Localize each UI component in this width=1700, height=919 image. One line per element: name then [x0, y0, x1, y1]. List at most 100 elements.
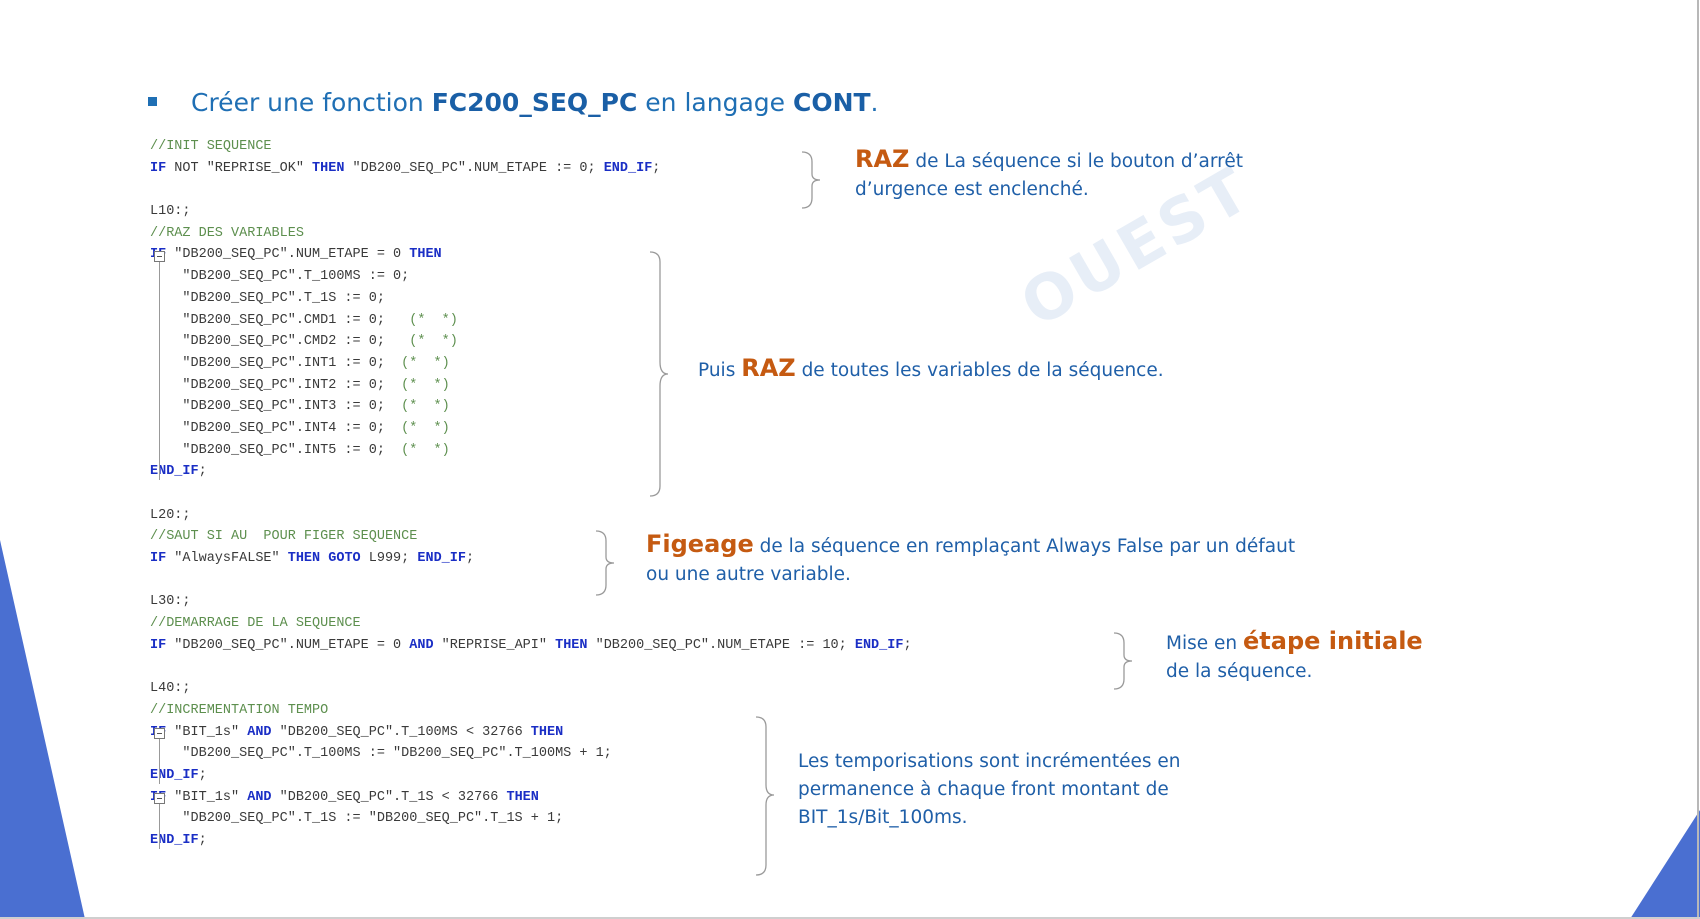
code-token: "DB200_SEQ_PC".INT3 := 0;: [150, 399, 402, 415]
code-line: "DB200_SEQ_PC".INT1 := 0; (* *): [150, 353, 912, 375]
code-token: END_IF: [603, 160, 653, 176]
annotation-text: permanence à chaque front montant de: [798, 779, 1169, 800]
code-line: L40:;: [150, 678, 912, 700]
brace-figeage: [595, 530, 615, 596]
code-token: THEN: [409, 247, 442, 263]
code-line: "DB200_SEQ_PC".T_1S := 0;: [150, 288, 912, 310]
code-line: "DB200_SEQ_PC".INT5 := 0; (* *): [150, 440, 912, 462]
code-token: "DB200_SEQ_PC".CMD2 := 0;: [150, 334, 410, 350]
code-line: END_IF;: [150, 830, 912, 852]
annotation-text: de la séquence en remplaçant Always Fals…: [753, 536, 1296, 557]
code-line: IF "AlwaysFALSE" THEN GOTO L999; END_IF;: [150, 548, 912, 570]
code-token: //INCREMENTATION TEMPO: [150, 702, 329, 718]
code-token: "REPRISE_API": [433, 637, 556, 653]
code-token: (* *): [401, 399, 450, 415]
code-token: (* *): [401, 377, 450, 393]
code-token: L40:;: [150, 681, 191, 697]
code-token: (* *): [409, 334, 458, 350]
annotation-highlight: RAZ: [855, 145, 910, 173]
annotation-figeage: Figeage de la séquence en remplaçant Alw…: [646, 530, 1295, 589]
code-token: AND: [247, 724, 272, 740]
annotation-etape: Mise en étape initiale de la séquence.: [1166, 627, 1423, 686]
code-token: "DB200_SEQ_PC".NUM_ETAPE := 10;: [587, 637, 855, 653]
code-token: "AlwaysFALSE": [166, 551, 288, 567]
code-line: L10:;: [150, 201, 912, 223]
code-line: END_IF;: [150, 461, 912, 483]
code-token: (* *): [401, 420, 450, 436]
code-token: AND: [409, 637, 434, 653]
code-token: "BIT_1s": [166, 724, 248, 740]
page-title: Créer une fonction FC200_SEQ_PC en langa…: [148, 88, 879, 117]
annotation-text: Les temporisations sont incrémentées en: [798, 751, 1181, 772]
fold-toggle-icon[interactable]: [154, 793, 165, 804]
code-token: //DEMARRAGE DE LA SEQUENCE: [150, 616, 361, 632]
code-token: NOT "REPRISE_OK": [166, 160, 313, 176]
code-token: ;: [198, 833, 207, 848]
code-token: (* *): [409, 312, 458, 328]
code-token: ;: [652, 160, 661, 176]
fold-guide-line: [159, 804, 160, 849]
code-token: ;: [198, 464, 207, 480]
code-token: "DB200_SEQ_PC".T_1S < 32766: [271, 789, 507, 805]
code-line: IF "DB200_SEQ_PC".NUM_ETAPE = 0 AND "REP…: [150, 635, 912, 657]
code-token: IF: [150, 551, 167, 567]
code-token: END_IF: [417, 551, 466, 567]
code-token: L999;: [360, 551, 418, 567]
title-middle: en langage: [637, 88, 793, 117]
code-token: IF: [150, 637, 167, 653]
title-fc-name: FC200_SEQ_PC: [431, 88, 638, 117]
annotation-text: ou une autre variable.: [646, 564, 851, 585]
brace-tempo: [755, 716, 775, 876]
code-token: END_IF: [854, 637, 904, 653]
code-token: "DB200_SEQ_PC".INT4 := 0;: [150, 420, 402, 436]
code-line: //SAUT SI AU POUR FIGER SEQUENCE: [150, 526, 912, 548]
fold-toggle-icon[interactable]: [154, 251, 165, 262]
code-line: "DB200_SEQ_PC".INT3 := 0; (* *): [150, 396, 912, 418]
code-token: //SAUT SI AU POUR FIGER SEQUENCE: [150, 529, 418, 545]
fold-toggle-icon[interactable]: [154, 728, 165, 739]
code-line: L30:;: [150, 591, 912, 613]
code-token: "DB200_SEQ_PC".T_1S := 0;: [150, 290, 385, 306]
code-token: L10:;: [150, 204, 191, 220]
code-token: THEN GOTO: [287, 551, 361, 567]
code-line: "DB200_SEQ_PC".CMD2 := 0; (* *): [150, 331, 912, 353]
code-line: L20:;: [150, 505, 912, 527]
code-line: //INCREMENTATION TEMPO: [150, 700, 912, 722]
annotation-text: Mise en: [1166, 633, 1243, 654]
code-line: "DB200_SEQ_PC".T_1S := "DB200_SEQ_PC".T_…: [150, 808, 912, 830]
code-token: "DB200_SEQ_PC".T_100MS := 0;: [150, 269, 410, 285]
code-line: IF NOT "REPRISE_OK" THEN "DB200_SEQ_PC".…: [150, 158, 912, 180]
code-line: [150, 657, 912, 679]
annotation-highlight: RAZ: [741, 354, 796, 382]
code-token: //INIT SEQUENCE: [150, 139, 272, 154]
annotation-tempo: Les temporisations sont incrémentées en …: [798, 748, 1180, 832]
code-token: AND: [247, 789, 272, 805]
code-line: //RAZ DES VARIABLES: [150, 223, 912, 245]
code-line: END_IF;: [150, 765, 912, 787]
code-listing: //INIT SEQUENCE IF NOT "REPRISE_OK" THEN …: [150, 136, 912, 852]
code-line: //DEMARRAGE DE LA SEQUENCE: [150, 613, 912, 635]
code-line: IF "BIT_1s" AND "DB200_SEQ_PC".T_100MS <…: [150, 722, 912, 744]
brace-etape: [1113, 632, 1133, 690]
code-token: "DB200_SEQ_PC".INT1 := 0;: [150, 355, 402, 371]
annotation-text: d’urgence est enclenché.: [855, 179, 1089, 200]
code-token: THEN: [506, 789, 539, 805]
code-token: END_IF: [150, 767, 199, 783]
code-token: "DB200_SEQ_PC".NUM_ETAPE = 0: [166, 247, 410, 263]
code-token: "BIT_1s": [166, 789, 248, 805]
code-line: "DB200_SEQ_PC".INT2 := 0; (* *): [150, 375, 912, 397]
annotation-highlight: Figeage: [646, 530, 754, 558]
code-token: "DB200_SEQ_PC".T_100MS < 32766: [271, 724, 531, 740]
brace-raz-init: [801, 151, 821, 209]
annotation-text: Puis: [698, 360, 742, 381]
code-token: "DB200_SEQ_PC".INT2 := 0;: [150, 377, 402, 393]
code-token: "DB200_SEQ_PC".T_100MS := "DB200_SEQ_PC"…: [150, 746, 612, 762]
code-line: "DB200_SEQ_PC".CMD1 := 0; (* *): [150, 310, 912, 332]
code-token: "DB200_SEQ_PC".T_1S := "DB200_SEQ_PC".T_…: [150, 811, 564, 827]
code-line: [150, 483, 912, 505]
code-token: ;: [903, 637, 912, 653]
code-token: END_IF: [150, 833, 199, 848]
code-token: //RAZ DES VARIABLES: [150, 225, 304, 241]
title-prefix: Créer une fonction: [191, 88, 432, 117]
